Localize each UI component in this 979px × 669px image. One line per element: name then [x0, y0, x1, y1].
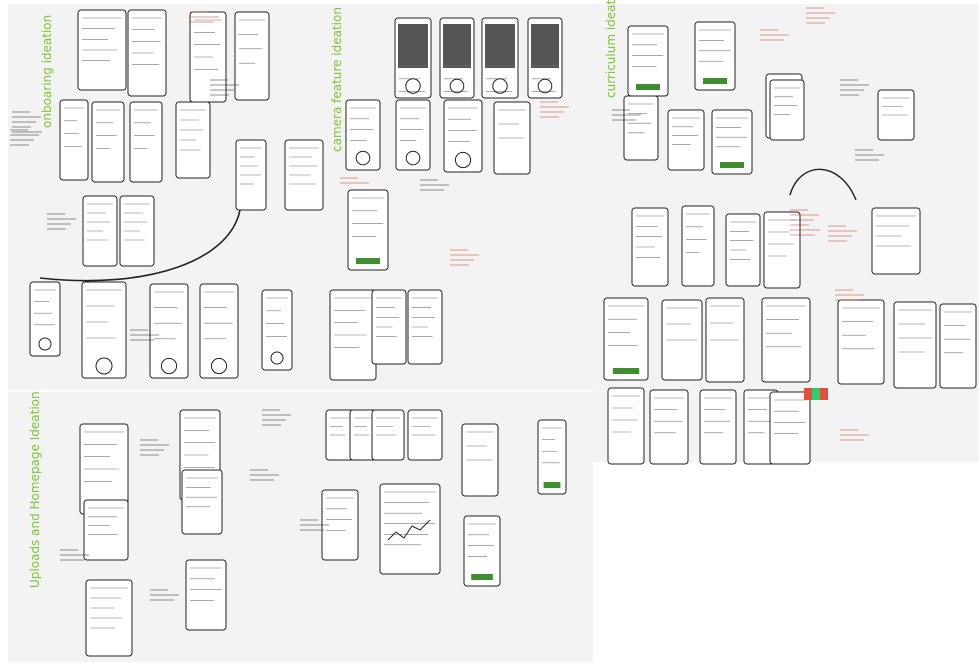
phone-wireframe — [149, 283, 189, 379]
phone-wireframe — [463, 515, 501, 587]
phone-wireframe — [537, 419, 567, 495]
flow-arrow — [789, 168, 857, 201]
green-button-sketch — [356, 258, 380, 264]
phone-wireframe — [699, 389, 737, 465]
phone-wireframe — [837, 299, 885, 385]
onboarding-section-label: onboaring ideation — [40, 14, 54, 128]
green-button-sketch — [636, 84, 660, 90]
curriculum-section-label: curriculum ideation — [604, 0, 618, 98]
phone-wireframe — [763, 211, 801, 289]
phone-wireframe — [769, 79, 805, 141]
phone-wireframe — [395, 99, 431, 171]
phone-wireframe — [681, 205, 715, 287]
phone-wireframe — [871, 207, 921, 275]
green-button-sketch — [543, 482, 561, 488]
phone-wireframe — [199, 283, 239, 379]
green-button-sketch — [703, 78, 727, 84]
phone-wireframe — [83, 499, 129, 561]
phone-wireframe — [185, 559, 227, 631]
phone-wireframe — [443, 99, 483, 173]
phone-wireframe — [939, 303, 977, 389]
phone-wireframe — [623, 95, 659, 161]
green-button-sketch — [612, 368, 640, 374]
phone-wireframe — [181, 469, 223, 535]
phone-wireframe — [711, 109, 753, 175]
phone-wireframe — [603, 297, 649, 381]
phone-wireframe — [129, 101, 163, 183]
phone-wireframe — [91, 101, 125, 183]
camera-section-label: camera feature ideation — [330, 7, 344, 152]
phone-screen-dark — [531, 24, 559, 68]
capture-button-sketch — [270, 351, 284, 365]
capture-button-sketch — [38, 337, 52, 351]
phone-wireframe — [607, 387, 645, 465]
capture-button-sketch — [210, 357, 228, 375]
phone-wireframe — [29, 281, 61, 357]
phone-screen-dark — [485, 24, 515, 68]
uploads-section-label: Uploads and Homepage Ideation — [28, 391, 42, 588]
green-button-sketch — [471, 574, 493, 580]
phone-wireframe — [649, 389, 689, 465]
capture-button-sketch — [449, 78, 465, 94]
phone-wireframe — [667, 109, 705, 171]
capture-button-sketch — [405, 150, 421, 166]
phone-wireframe — [345, 99, 381, 171]
phone-wireframe — [694, 21, 736, 91]
phone-wireframe — [347, 189, 389, 271]
phone-wireframe — [234, 11, 270, 101]
phone-wireframe — [893, 301, 937, 389]
green-button-sketch — [720, 162, 744, 168]
phone-wireframe — [261, 289, 293, 371]
phone-wireframe — [769, 391, 811, 465]
phone-wireframe — [59, 99, 89, 181]
phone-wireframe — [761, 297, 811, 383]
capture-button-sketch — [95, 357, 113, 375]
capture-button-sketch — [405, 78, 421, 94]
phone-wireframe — [81, 281, 127, 379]
capture-button-sketch — [355, 150, 371, 166]
flow-arrow — [39, 209, 241, 282]
chart-sketch — [387, 519, 431, 541]
capture-button-sketch — [492, 78, 508, 94]
phone-screen-dark — [443, 24, 471, 68]
phone-screen-dark — [398, 24, 428, 68]
flag-sketch-stripe — [812, 388, 820, 400]
capture-button-sketch — [537, 78, 553, 94]
capture-button-sketch — [454, 151, 472, 169]
capture-button-sketch — [160, 357, 178, 375]
